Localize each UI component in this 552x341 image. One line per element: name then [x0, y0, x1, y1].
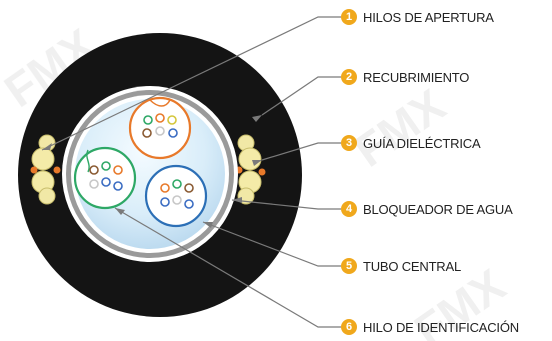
leader-line-6: [114, 207, 341, 328]
leader-line-4: [231, 199, 341, 210]
legend-item-bloqueador-de-agua: 4 BLOQUEADOR DE AGUA: [341, 199, 513, 219]
badge-6: 6: [341, 319, 357, 335]
subtube-orange: [128, 96, 192, 160]
badge-4: 4: [341, 201, 357, 217]
legend-item-hilos-de-apertura: 1 HILOS DE APERTURA: [341, 7, 494, 27]
leader-arrowheads: [42, 115, 262, 228]
legend-item-recubrimiento: 2 RECUBRIMIENTO: [341, 67, 469, 87]
leader-line-3: [261, 142, 341, 161]
badge-3: 3: [341, 135, 357, 151]
legend-label-6: HILO DE IDENTIFICACIÓN: [363, 319, 519, 335]
legend-item-guia-dielectrica: 3 GUÍA DIELÉCTRICA: [341, 133, 481, 153]
legend-label-4: BLOQUEADOR DE AGUA: [363, 201, 513, 217]
subtube-green: [73, 146, 137, 210]
leader-lines: [41, 16, 341, 328]
legend-item-tubo-central: 5 TUBO CENTRAL: [341, 256, 461, 276]
legend-label-3: GUÍA DIELÉCTRICA: [363, 135, 481, 151]
svg-text:FMX: FMX: [345, 78, 455, 176]
leader-line-5: [202, 221, 341, 267]
leader-line-2: [261, 76, 341, 116]
legend-item-hilo-de-identificacion: 6 HILO DE IDENTIFICACIÓN: [341, 317, 519, 337]
leader-line-1: [41, 16, 341, 151]
legend-label-1: HILOS DE APERTURA: [363, 9, 494, 25]
legend-label-2: RECUBRIMIENTO: [363, 69, 470, 85]
badge-1: 1: [341, 9, 357, 25]
badge-5: 5: [341, 258, 357, 274]
subtube-blue: [144, 164, 208, 228]
strength-members-left: [30, 134, 61, 205]
badge-2: 2: [341, 69, 357, 85]
legend-label-5: TUBO CENTRAL: [363, 258, 462, 274]
